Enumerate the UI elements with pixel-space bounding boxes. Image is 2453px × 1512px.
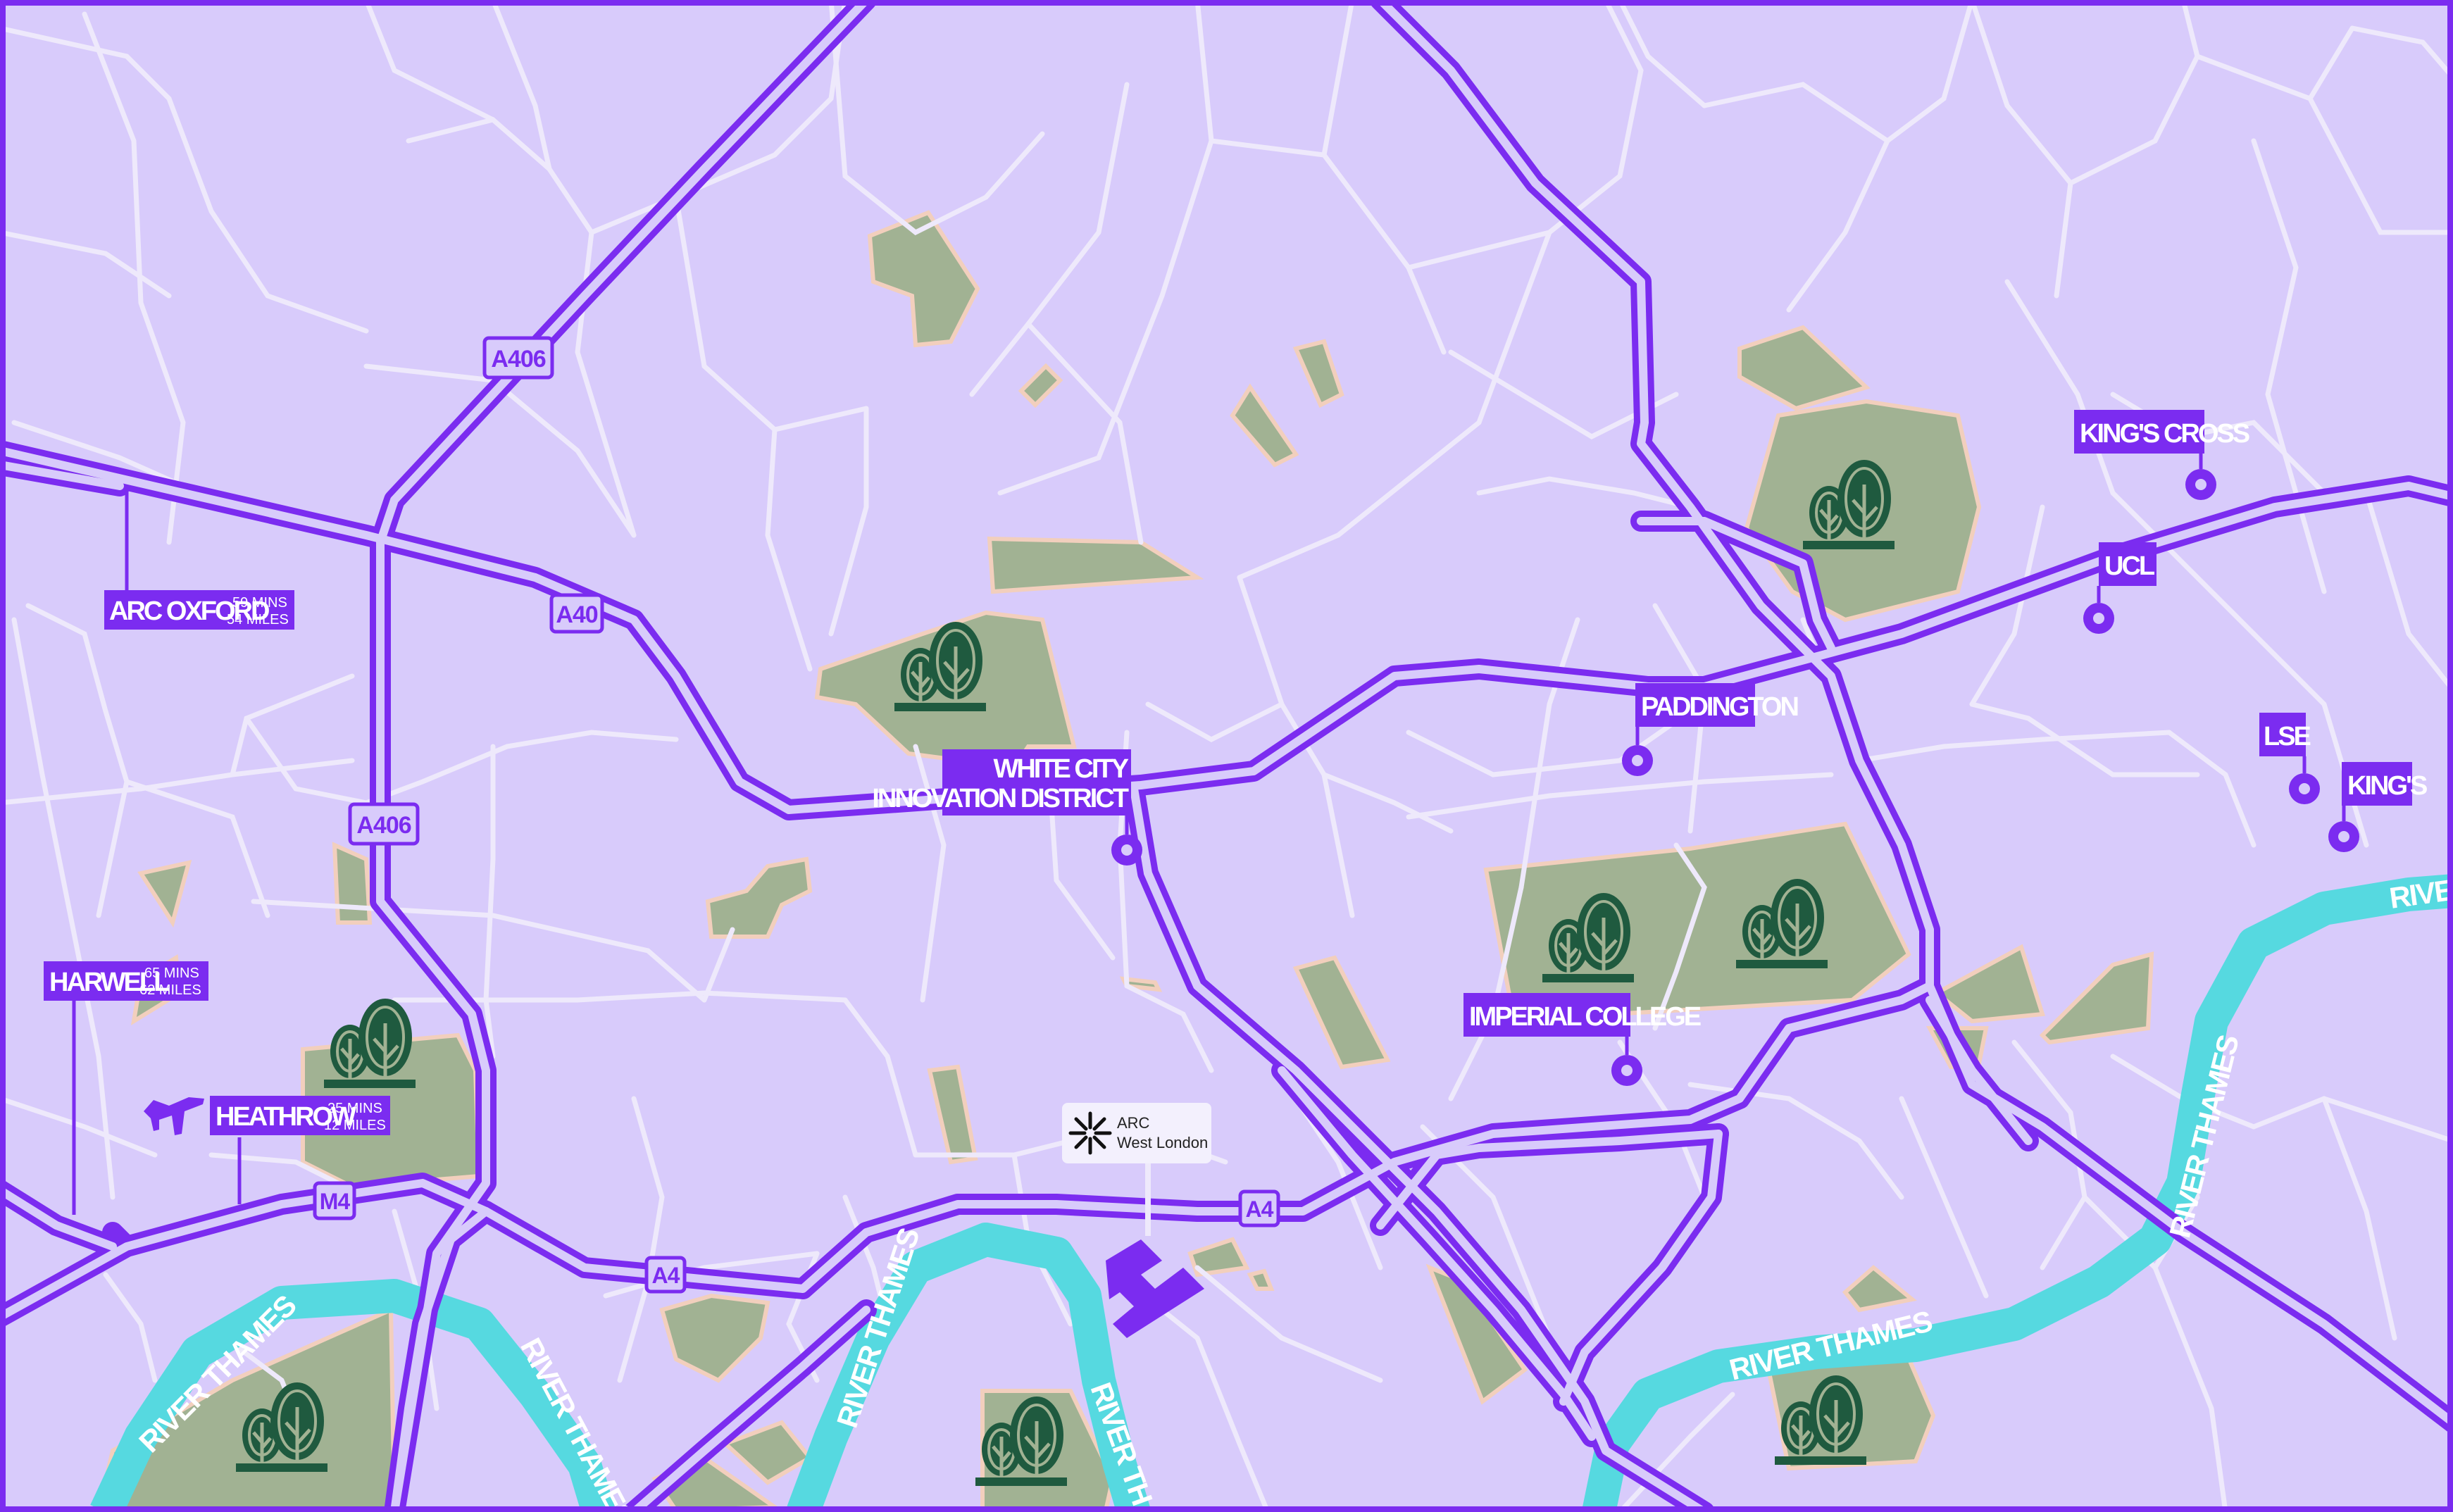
park: [867, 210, 980, 348]
svg-text:KING'S: KING'S: [2347, 771, 2427, 801]
road-label-a40: A40: [549, 593, 604, 634]
road-label-a4-right: A4: [1238, 1189, 1280, 1227]
arc-logo-icon: [1068, 1111, 1112, 1155]
svg-text:M4: M4: [320, 1189, 351, 1214]
leader-lines: [72, 486, 242, 1215]
svg-text:A40: A40: [556, 601, 597, 628]
kings-label[interactable]: KING'S: [2328, 762, 2429, 852]
park: [927, 1064, 978, 1165]
svg-text:25 MINS: 25 MINS: [327, 1101, 382, 1116]
svg-text:KING'S CROSS: KING'S CROSS: [2080, 419, 2249, 449]
site-line1: ARC: [1117, 1114, 1150, 1132]
arc-oxford-label[interactable]: ARC OXFORD 59 MINS 54 MILES: [104, 590, 294, 630]
park: [1018, 363, 1063, 408]
svg-text:54 MILES: 54 MILES: [227, 612, 289, 627]
kings-cross-label[interactable]: KING'S CROSS: [2074, 410, 2252, 500]
park: [987, 536, 1204, 594]
road-label-a406-top: A406: [482, 336, 554, 380]
svg-text:WHITE CITY: WHITE CITY: [993, 754, 1128, 784]
road-label-m4: M4: [313, 1181, 356, 1220]
park: [332, 842, 373, 925]
imperial-college-label[interactable]: IMPERIAL COLLEGE: [1463, 993, 1703, 1086]
park: [1230, 383, 1299, 468]
svg-text:A4: A4: [1246, 1197, 1274, 1222]
lse-label[interactable]: LSE: [2259, 713, 2320, 804]
park: [1842, 1265, 1917, 1313]
road-label-a4-left: A4: [644, 1256, 687, 1294]
svg-text:HARWELL: HARWELL: [49, 968, 170, 997]
svg-text:A406: A406: [356, 812, 411, 839]
park: [659, 1293, 770, 1383]
svg-text:UCL: UCL: [2104, 551, 2155, 581]
arc-west-london-site[interactable]: ARC West London: [1062, 1103, 1211, 1338]
svg-text:A4: A4: [652, 1263, 680, 1288]
airplane-icon: [144, 1097, 204, 1135]
site-building: [1106, 1239, 1204, 1338]
svg-text:59 MINS: 59 MINS: [232, 595, 287, 611]
park: [1292, 955, 1391, 1070]
svg-text:PADDINGTON: PADDINGTON: [1641, 692, 1797, 722]
road-labels: A406 A406 A40 M4 A4 A4: [313, 336, 1280, 1294]
svg-text:HEATHROW: HEATHROW: [216, 1102, 356, 1132]
svg-text:A406: A406: [491, 346, 545, 373]
park: [2039, 951, 2154, 1045]
paddington-label[interactable]: PADDINGTON: [1622, 683, 1799, 776]
site-callout: [1062, 1103, 1211, 1163]
place-labels: ARC OXFORD 59 MINS 54 MILES HARWELL 65 M…: [44, 410, 2429, 1135]
heathrow-label[interactable]: HEATHROW 25 MINS 12 MILES: [144, 1096, 390, 1135]
river-thames: [90, 874, 2453, 1512]
svg-text:LSE: LSE: [2264, 722, 2311, 751]
svg-text:65 MINS: 65 MINS: [144, 966, 199, 981]
svg-text:62 MILES: 62 MILES: [139, 982, 201, 998]
svg-text:INNOVATION DISTRICT: INNOVATION DISTRICT: [872, 784, 1128, 813]
svg-text:ARC OXFORD: ARC OXFORD: [109, 596, 269, 626]
park: [1292, 339, 1344, 408]
ucl-label[interactable]: UCL: [2083, 542, 2157, 634]
park: [1933, 944, 2045, 1024]
site-line2: West London: [1117, 1134, 1208, 1151]
harwell-label[interactable]: HARWELL 65 MINS 62 MILES: [44, 961, 208, 1001]
white-city-label[interactable]: WHITE CITY INNOVATION DISTRICT: [872, 749, 1142, 866]
road-label-a406-mid: A406: [348, 802, 420, 846]
park: [1737, 325, 1871, 411]
park: [137, 860, 192, 928]
svg-text:IMPERIAL COLLEGE: IMPERIAL COLLEGE: [1469, 1002, 1701, 1032]
svg-text:12 MILES: 12 MILES: [324, 1118, 386, 1133]
park: [1247, 1268, 1275, 1291]
